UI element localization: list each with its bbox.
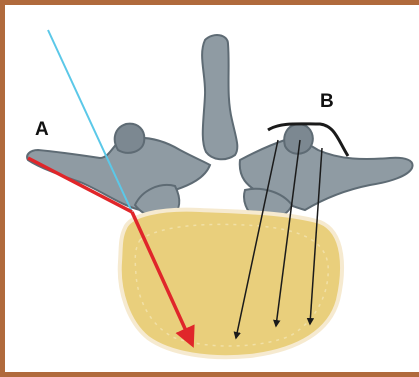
label-b: B <box>320 92 334 111</box>
label-a: A <box>35 120 49 139</box>
vertebral-body <box>120 210 342 358</box>
vertebral-arch <box>27 35 412 219</box>
